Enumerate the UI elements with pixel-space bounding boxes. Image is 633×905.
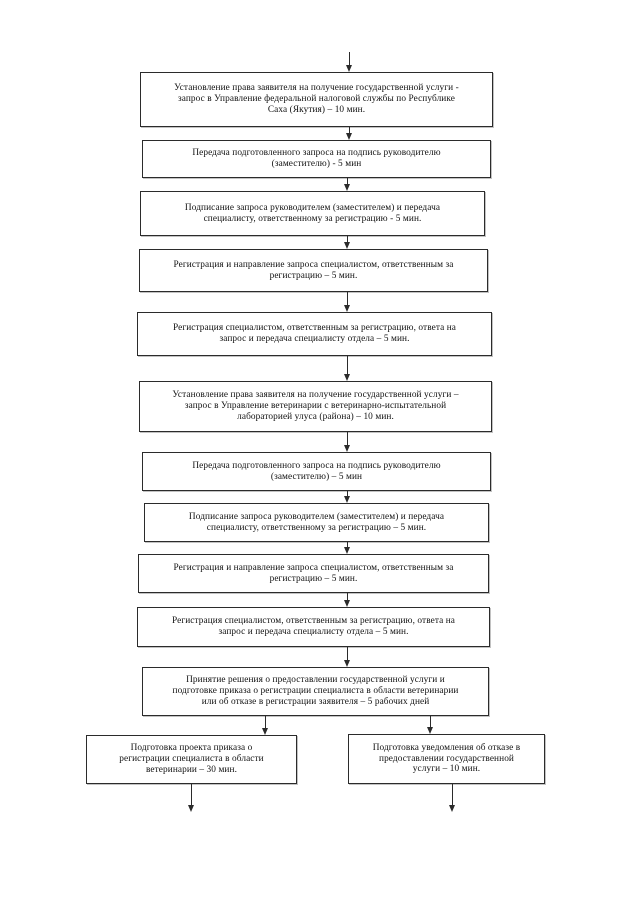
- flow-node-label: Установление права заявителя на получени…: [174, 83, 459, 115]
- arrow-n9-to-n10-head: [344, 600, 350, 607]
- flow-node-decision-grant-or-refuse: Принятие решения о предоставлении госуда…: [142, 667, 489, 716]
- arrow-n7-to-n8-head: [344, 496, 350, 503]
- arrow-n12-to-exit-line: [191, 784, 192, 805]
- flow-node-label: Регистрация и направление запроса специа…: [173, 259, 454, 281]
- arrow-n12-to-exit-head: [188, 805, 194, 812]
- arrow-entry-to-n1-line: [349, 52, 350, 65]
- arrow-n11-to-n12-head: [262, 728, 268, 735]
- flow-node-prepare-refusal-notification: Подготовка уведомления об отказе в предо…: [348, 734, 545, 784]
- arrow-n13-to-exit-line: [452, 784, 453, 805]
- flow-node-register-and-direct-request-2: Регистрация и направление запроса специа…: [138, 554, 489, 593]
- flow-node-establish-right-veterinary-lab: Установление права заявителя на получени…: [139, 381, 492, 432]
- flow-node-sign-request-and-transfer-2: Подписание запроса руководителем (замест…: [144, 503, 489, 542]
- arrow-n11-to-n13-head: [427, 727, 433, 734]
- arrow-n5-to-n6-head: [344, 374, 350, 381]
- arrow-n11-to-n13-line: [430, 716, 431, 727]
- arrow-n4-to-n5-line: [347, 292, 348, 305]
- arrow-n2-to-n3-head: [344, 184, 350, 191]
- arrow-n1-to-n2-head: [346, 133, 352, 140]
- arrow-n6-to-n7-line: [347, 432, 348, 445]
- flow-node-transfer-request-for-signature-2: Передача подготовленного запроса на подп…: [142, 452, 491, 491]
- flow-node-label: Регистрация специалистом, ответственным …: [171, 616, 456, 637]
- arrow-n7-to-n8-line: [347, 491, 348, 496]
- arrow-n8-to-n9-line: [347, 542, 348, 547]
- flow-node-label: Регистрация и направление запроса специа…: [173, 562, 454, 584]
- arrow-n3-to-n4-head: [344, 242, 350, 249]
- flow-node-label: Принятие решения о предоставлении госуда…: [172, 675, 459, 707]
- flow-node-transfer-request-for-signature-1: Передача подготовленного запроса на подп…: [142, 140, 491, 178]
- flow-node-register-answer-and-transfer-2: Регистрация специалистом, ответственным …: [137, 607, 490, 647]
- flow-node-label: Подписание запроса руководителем (замест…: [184, 202, 441, 224]
- arrow-n8-to-n9-head: [344, 547, 350, 554]
- flow-node-label: Установление права заявителя на получени…: [172, 390, 459, 422]
- arrow-n6-to-n7-head: [344, 445, 350, 452]
- arrow-n10-to-n11-line: [347, 647, 348, 660]
- arrow-n2-to-n3-line: [347, 178, 348, 184]
- arrow-n1-to-n2-line: [349, 127, 350, 133]
- flow-node-label: Подписание запроса руководителем (замест…: [188, 511, 445, 533]
- arrow-n11-to-n12-line: [265, 716, 266, 728]
- flow-node-label: Передача подготовленного запроса на подп…: [192, 460, 441, 482]
- flow-node-register-and-direct-request-1: Регистрация и направление запроса специа…: [139, 249, 488, 292]
- arrow-n3-to-n4-line: [347, 236, 348, 242]
- arrow-entry-to-n1-head: [346, 65, 352, 72]
- flow-node-label: Регистрация специалистом, ответственным …: [172, 323, 457, 344]
- arrow-n13-to-exit-head: [449, 805, 455, 812]
- flow-node-label: Подготовка уведомления об отказе в предо…: [372, 742, 521, 775]
- flow-node-establish-right-tax-service: Установление права заявителя на получени…: [140, 72, 493, 127]
- flow-node-label: Передача подготовленного запроса на подп…: [192, 148, 441, 169]
- flow-node-prepare-draft-order-registration: Подготовка проекта приказа о регистрации…: [86, 735, 297, 784]
- arrow-n9-to-n10-line: [347, 593, 348, 600]
- flow-node-label: Подготовка проекта приказа о регистрации…: [119, 743, 264, 775]
- flow-node-sign-request-and-transfer-1: Подписание запроса руководителем (замест…: [140, 191, 485, 236]
- arrow-n10-to-n11-head: [344, 660, 350, 667]
- flow-node-register-answer-and-transfer-1: Регистрация специалистом, ответственным …: [137, 312, 492, 356]
- arrow-n5-to-n6-line: [347, 356, 348, 374]
- arrow-n4-to-n5-head: [344, 305, 350, 312]
